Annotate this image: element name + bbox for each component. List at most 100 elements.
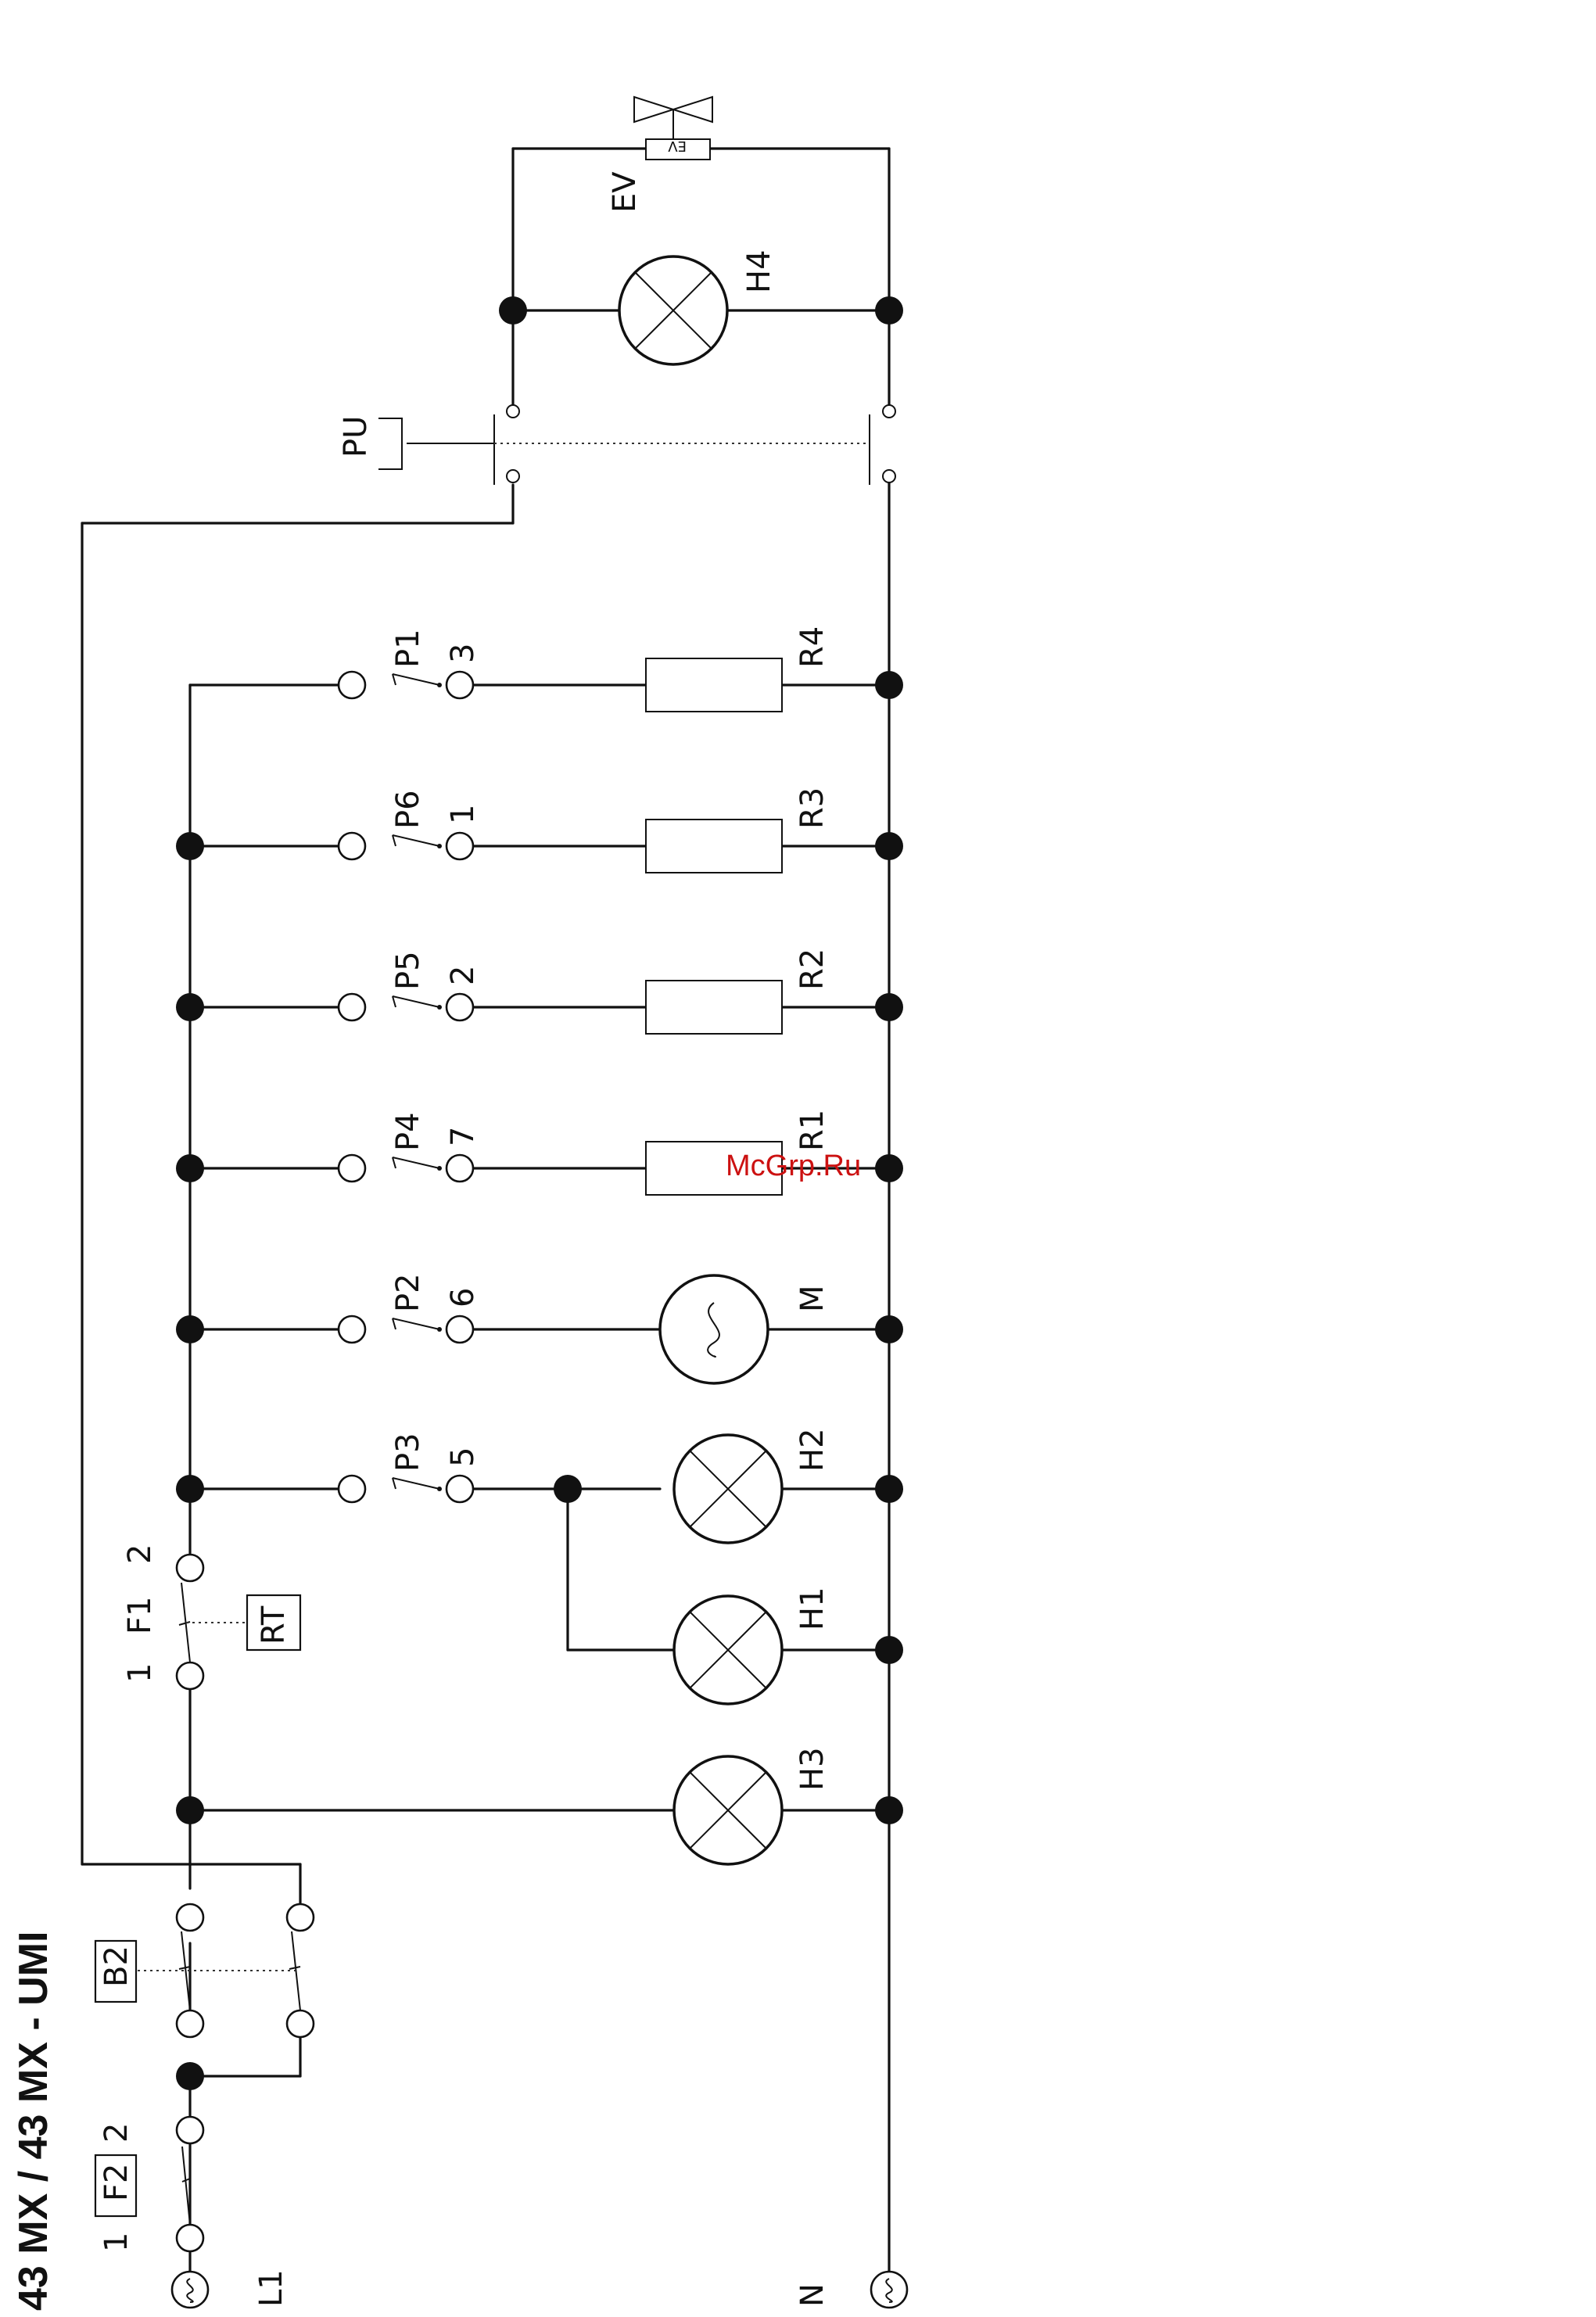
switch-label: P1 bbox=[390, 629, 426, 668]
switch-terminal-in bbox=[339, 1476, 365, 1502]
switch-pin-label: 5 bbox=[445, 1447, 481, 1467]
watermark: McGrp.Ru bbox=[726, 1150, 861, 1182]
switch-pin-label: 1 bbox=[445, 805, 481, 824]
switch-contact bbox=[393, 1318, 439, 1329]
lamp-h3: H3 bbox=[674, 1747, 830, 1864]
switch-contact-pivot bbox=[437, 1005, 442, 1010]
f1-pin2-label: 2 bbox=[122, 1544, 158, 1564]
switch-terminal-out bbox=[447, 833, 473, 859]
node-n-branch bbox=[875, 671, 903, 699]
switch-label: P3 bbox=[390, 1433, 426, 1472]
resistor-body bbox=[646, 981, 782, 1034]
f1-terminal-2 bbox=[177, 1555, 203, 1581]
branch-p6: P61R3 bbox=[176, 787, 903, 873]
switch-label: P2 bbox=[390, 1273, 426, 1312]
switch-terminal-in bbox=[339, 994, 365, 1020]
switch-terminal-in bbox=[339, 1155, 365, 1182]
thermostat-f1: RT F1 1 2 bbox=[122, 1544, 300, 1689]
ev-coil-label: EV bbox=[668, 138, 687, 154]
switch-contact-tick bbox=[393, 1478, 396, 1489]
switch-contact-tick bbox=[393, 996, 396, 1007]
ev-valve-right bbox=[673, 97, 712, 122]
resistor-body bbox=[646, 820, 782, 873]
pu-terminal-left-lower bbox=[507, 470, 519, 482]
switch-label: P6 bbox=[390, 790, 426, 829]
n-label: N bbox=[794, 2283, 830, 2307]
ev-valve-left bbox=[634, 97, 673, 122]
switch-contact-pivot bbox=[437, 1327, 442, 1332]
switch-terminal-out bbox=[447, 994, 473, 1020]
pu-terminal-right-lower bbox=[883, 470, 895, 482]
switch-terminal-out bbox=[447, 1155, 473, 1182]
branch-p3: P3 5 H2 bbox=[176, 1428, 903, 1543]
node-n-branch bbox=[875, 1315, 903, 1343]
switch-terminal-out bbox=[447, 1316, 473, 1343]
node-n-branch bbox=[875, 1475, 903, 1503]
switch-pin-label: 2 bbox=[445, 966, 481, 985]
door-switch-pu: PU bbox=[338, 405, 895, 485]
switch-terminal-in bbox=[339, 833, 365, 859]
switch-terminal-in bbox=[339, 1316, 365, 1343]
pu-terminal-right-upper bbox=[883, 405, 895, 418]
b2-terminal-a1 bbox=[177, 2010, 203, 2037]
f2-label: F2 bbox=[99, 2164, 134, 2201]
node-n-h1 bbox=[875, 1636, 903, 1664]
switch-pin-label: 3 bbox=[445, 644, 481, 663]
switch-contact-tick bbox=[393, 1157, 396, 1168]
node-l1-branch bbox=[176, 832, 204, 860]
switch-label: P4 bbox=[390, 1112, 426, 1151]
switch-b2: B2 bbox=[95, 1904, 314, 2037]
pu-terminal-left-upper bbox=[507, 405, 519, 418]
diagram-title: 43 MX / 43 MX - UMI bbox=[11, 1931, 56, 2311]
switch-pin-label: 7 bbox=[445, 1127, 481, 1146]
node-n-branch bbox=[875, 993, 903, 1021]
resistor-body bbox=[646, 658, 782, 712]
switch-label: P5 bbox=[390, 951, 426, 990]
switch-contact bbox=[393, 1157, 439, 1168]
node-l1-h3 bbox=[176, 1796, 204, 1824]
b2-contact-b bbox=[292, 1931, 300, 2010]
switch-pin-label: 6 bbox=[445, 1288, 481, 1307]
switch-contact-pivot bbox=[437, 1487, 442, 1491]
rt-label: RT bbox=[256, 1605, 292, 1644]
l1-label: L1 bbox=[253, 2269, 289, 2307]
ev-label: EV bbox=[607, 171, 643, 213]
switch-terminal-out bbox=[447, 1476, 473, 1502]
node-l1-branch bbox=[176, 1154, 204, 1182]
h4-label: H4 bbox=[741, 249, 777, 293]
switch-contact bbox=[393, 674, 439, 685]
switch-contact-pivot bbox=[437, 683, 442, 687]
lamp-h1: H1 bbox=[674, 1587, 830, 1704]
f2-terminal-2 bbox=[177, 2117, 203, 2143]
solenoid-valve-ev: EV EV bbox=[607, 97, 712, 213]
switch-terminal-in bbox=[339, 672, 365, 698]
wires bbox=[82, 149, 889, 2272]
fuse-f2: F2 1 2 bbox=[95, 2117, 203, 2252]
f2-terminal-1 bbox=[177, 2225, 203, 2251]
switch-contact-pivot bbox=[437, 1166, 442, 1171]
f2-pin1-label: 1 bbox=[99, 2233, 134, 2252]
node-n-branch bbox=[875, 1154, 903, 1182]
motor-body bbox=[660, 1275, 768, 1383]
pu-label: PU bbox=[338, 416, 374, 457]
load-label: H2 bbox=[794, 1428, 830, 1472]
load-label: R1 bbox=[794, 1110, 830, 1151]
switch-contact bbox=[393, 1478, 439, 1489]
branch-components: P13R4P61R3P52R2P47R1P26MP35H2 bbox=[176, 626, 903, 1543]
h1-label: H1 bbox=[794, 1587, 830, 1630]
node-l1-branch bbox=[176, 993, 204, 1021]
load-label: M bbox=[794, 1285, 830, 1312]
node-n-branch bbox=[875, 832, 903, 860]
node-l1-branch bbox=[176, 1475, 204, 1503]
pu-actuator-bracket bbox=[378, 418, 402, 469]
supply-l1: L1 bbox=[172, 2269, 289, 2308]
b2-terminal-b1 bbox=[287, 2010, 314, 2037]
f1-label: F1 bbox=[122, 1597, 158, 1634]
switch-contact-tick bbox=[393, 1318, 396, 1329]
b2-label: B2 bbox=[99, 1946, 134, 1987]
switch-contact-pivot bbox=[437, 844, 442, 848]
switch-contact bbox=[393, 996, 439, 1007]
h3-label: H3 bbox=[794, 1747, 830, 1791]
f1-terminal-1 bbox=[177, 1662, 203, 1689]
